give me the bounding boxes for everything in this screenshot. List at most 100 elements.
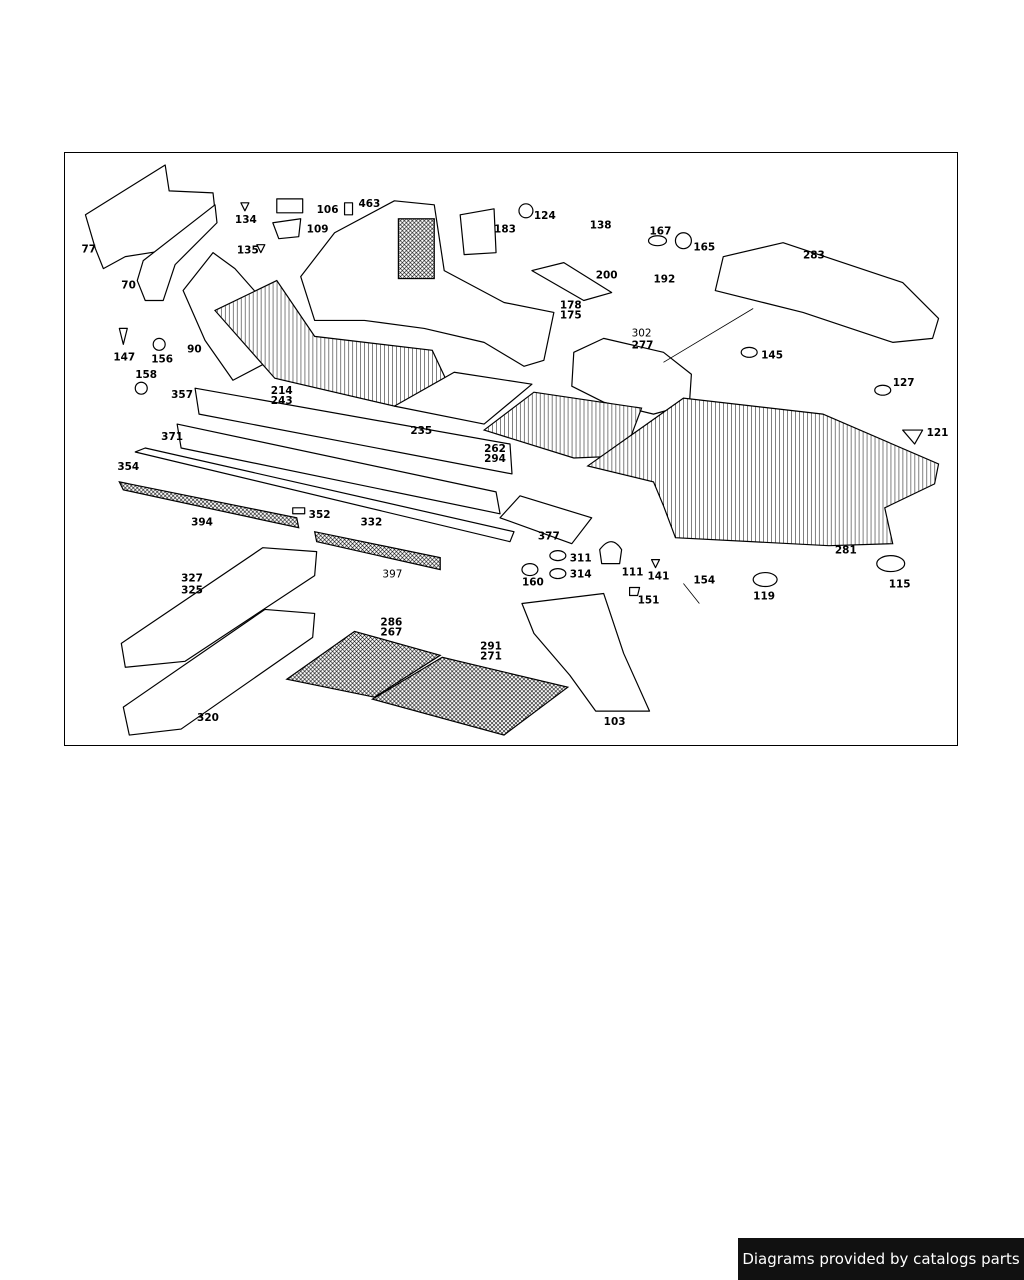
leader-302 — [663, 308, 754, 363]
label-77: 77 — [81, 244, 96, 256]
nut-314 — [549, 567, 567, 580]
mat-262 — [482, 391, 643, 459]
label-158: 158 — [135, 369, 157, 381]
bracket-183 — [459, 208, 497, 256]
mat-235 — [393, 371, 533, 425]
label-127: 127 — [893, 377, 915, 389]
label-90: 90 — [187, 343, 202, 355]
grommet-158 — [134, 381, 148, 395]
label-147: 147 — [113, 351, 135, 363]
label-463: 463 — [359, 198, 381, 210]
label-311: 311 — [570, 553, 592, 565]
mat-286 — [285, 630, 442, 698]
label-314: 314 — [570, 569, 592, 581]
washer-311 — [549, 550, 567, 562]
label-134: 134 — [235, 214, 257, 226]
label-371: 371 — [161, 431, 183, 443]
label-283: 283 — [803, 250, 825, 262]
nut-160 — [521, 563, 539, 577]
label-354: 354 — [117, 461, 139, 473]
label-302: 302 — [632, 327, 652, 339]
label-124: 124 — [534, 210, 556, 222]
tunnel-cover-178 — [300, 200, 555, 367]
label-281: 281 — [835, 545, 857, 557]
spring-154 — [683, 583, 700, 604]
grommet-124 — [518, 203, 534, 219]
label-277: 277 — [632, 339, 654, 351]
pad-200 — [531, 262, 613, 302]
label-154: 154 — [693, 575, 715, 587]
label-109: 109 — [307, 224, 329, 236]
clip-135 — [256, 244, 266, 254]
label-286: 286 — [380, 616, 402, 628]
cover-283 — [714, 242, 940, 343]
clip-352 — [292, 507, 306, 515]
bracket-109 — [272, 218, 302, 240]
label-291: 291 — [480, 640, 502, 652]
grille-397 — [313, 530, 441, 571]
label-103: 103 — [604, 716, 626, 728]
label-151: 151 — [638, 594, 660, 606]
panel-377 — [499, 495, 593, 545]
label-145: 145 — [761, 349, 783, 361]
plug-167 — [647, 235, 668, 247]
panel-77 — [84, 164, 216, 270]
label-167: 167 — [650, 226, 672, 238]
clip-151 — [629, 586, 641, 597]
parts-diagram-frame: 77 70 134 106 463 109 135 124 138 183 16… — [64, 152, 958, 746]
exploded-parts-diagram: 77 70 134 106 463 109 135 124 138 183 16… — [81, 164, 948, 736]
label-156: 156 — [151, 353, 173, 365]
clip-134 — [240, 202, 250, 212]
mat-291 — [370, 656, 570, 736]
label-352: 352 — [309, 509, 331, 521]
label-119: 119 — [753, 590, 775, 602]
footer-credit-banner: Diagrams provided by catalogs parts — [738, 1238, 1024, 1280]
grille-394 — [118, 481, 300, 529]
label-121: 121 — [927, 427, 949, 439]
grommet-156 — [152, 337, 166, 351]
label-332: 332 — [361, 517, 383, 529]
grommet-115 — [876, 555, 906, 573]
panel-70 — [136, 204, 218, 302]
label-192: 192 — [654, 274, 676, 286]
label-135: 135 — [237, 245, 259, 257]
label-141: 141 — [648, 571, 670, 583]
label-243: 243 — [271, 395, 293, 407]
label-327: 327 — [181, 573, 203, 585]
label-320: 320 — [197, 712, 219, 724]
label-106: 106 — [317, 204, 339, 216]
tunnel-console — [397, 218, 435, 280]
label-160: 160 — [522, 577, 544, 589]
label-394: 394 — [191, 517, 213, 529]
panel-320 — [122, 608, 316, 736]
part-labels: 77 70 134 106 463 109 135 124 138 183 16… — [81, 198, 948, 728]
clip-463 — [343, 202, 354, 216]
plug-119 — [752, 571, 778, 588]
clip-141 — [650, 559, 661, 569]
plug-127 — [874, 384, 892, 396]
label-115: 115 — [889, 579, 911, 591]
label-235: 235 — [410, 425, 432, 437]
panel-327 — [120, 547, 318, 668]
label-70: 70 — [121, 280, 136, 292]
label-111: 111 — [622, 567, 644, 579]
label-294: 294 — [484, 453, 506, 465]
label-200: 200 — [596, 270, 618, 282]
label-175: 175 — [560, 309, 582, 321]
label-267: 267 — [380, 626, 402, 638]
label-178: 178 — [560, 299, 582, 311]
label-165: 165 — [693, 242, 715, 254]
panel-103 — [521, 592, 651, 712]
cap-111 — [599, 541, 623, 565]
screw-147 — [118, 327, 128, 345]
label-214: 214 — [271, 385, 293, 397]
clip-121 — [902, 429, 924, 445]
label-397: 397 — [382, 569, 402, 581]
plug-145 — [740, 346, 758, 358]
label-357: 357 — [171, 389, 193, 401]
label-262: 262 — [484, 443, 506, 455]
label-325: 325 — [181, 585, 203, 597]
label-138: 138 — [590, 220, 612, 232]
label-271: 271 — [480, 650, 502, 662]
label-377: 377 — [538, 531, 560, 543]
